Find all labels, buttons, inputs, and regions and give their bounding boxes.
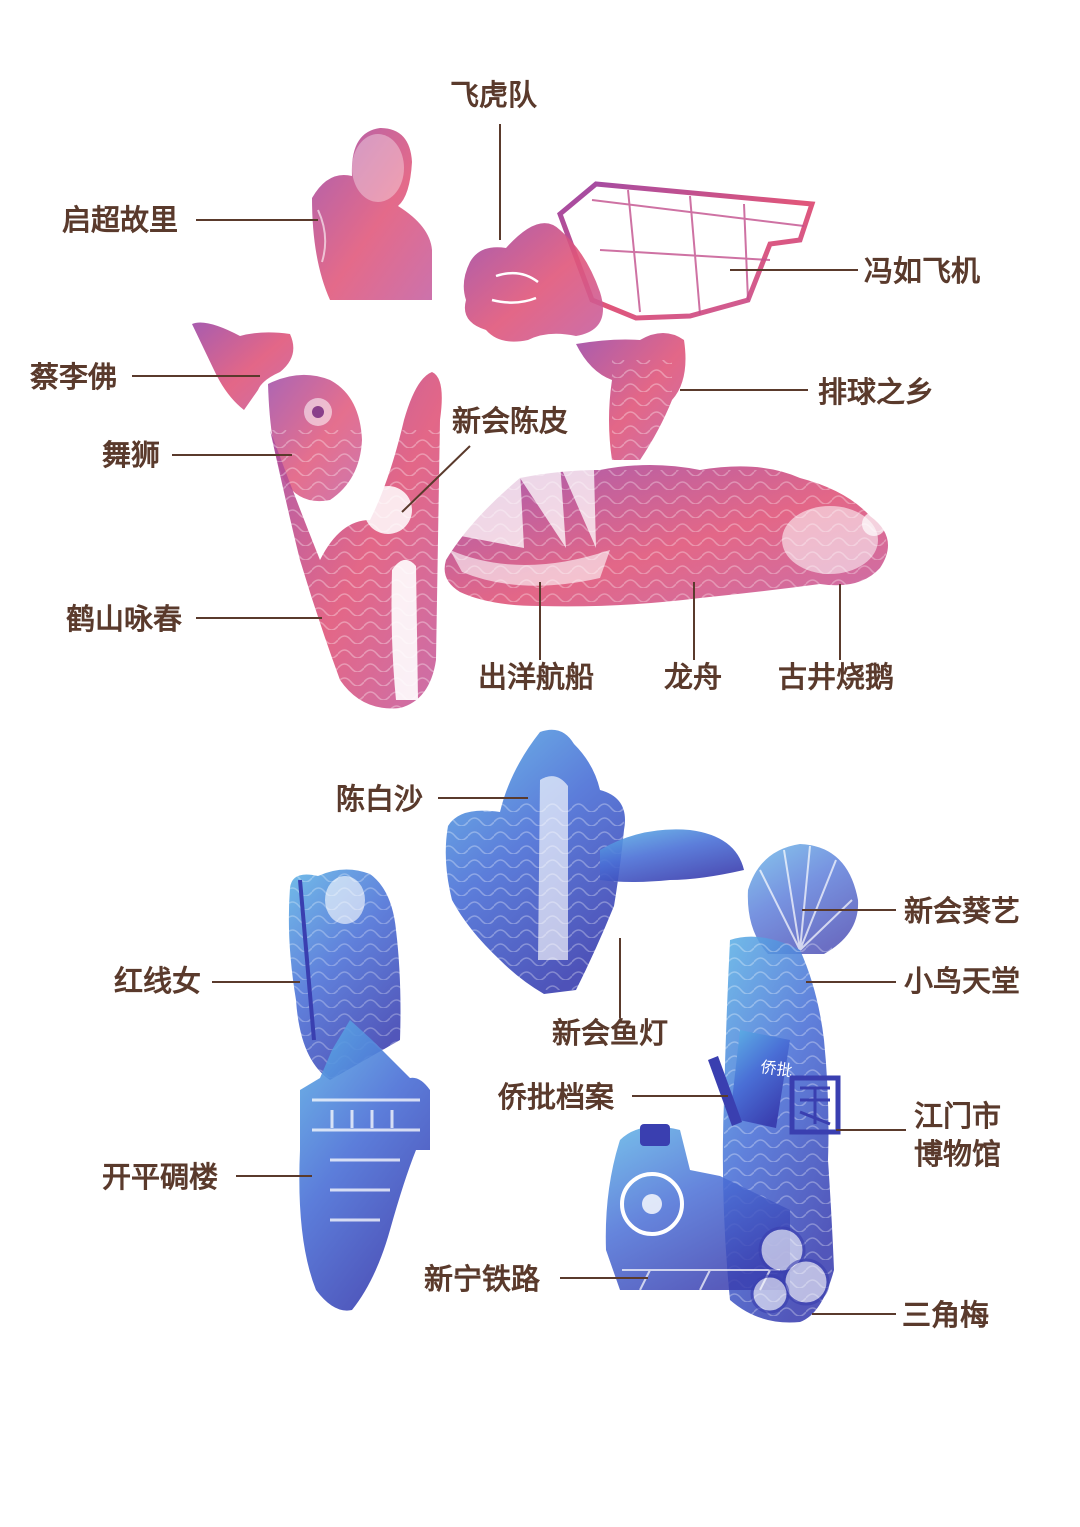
label-feihudui: 飞虎队 (450, 78, 538, 112)
label-hongxian: 红线女 (114, 964, 202, 998)
label-museum-line2: 博物馆 (914, 1137, 1002, 1171)
leader-chenpi (401, 445, 471, 513)
door-top-bar (600, 829, 744, 882)
label-tielu: 新宁铁路 (424, 1262, 541, 1296)
flying-tiger (463, 223, 603, 342)
chen-baisha-figure (444, 729, 625, 994)
qiaopi-stamp-text: 侨批 (759, 1057, 793, 1080)
locomotive (605, 1124, 790, 1291)
volleyball-player (576, 333, 686, 460)
label-diaolou: 开平碉楼 (102, 1160, 219, 1194)
label-qichao: 启超故里 (62, 203, 179, 237)
label-wushi: 舞狮 (102, 438, 161, 472)
label-chenpi: 新会陈皮 (452, 404, 569, 438)
label-fengru: 冯如飞机 (864, 254, 981, 288)
label-longzhou: 龙舟 (664, 660, 723, 694)
cai-li-fo-figure (192, 322, 294, 410)
museum-stamp (789, 1075, 841, 1135)
roast-goose (782, 506, 886, 574)
label-yudeng: 新会鱼灯 (552, 1016, 669, 1050)
top-character-group (192, 128, 888, 710)
palm-leaf-fan (747, 844, 859, 954)
label-heshan: 鹤山咏春 (66, 602, 183, 636)
label-baisha: 陈白沙 (336, 782, 424, 816)
sailing-ship (450, 462, 610, 586)
label-chuyang: 出洋航船 (478, 660, 595, 694)
leader-lines (132, 124, 906, 1315)
label-paiqiu: 排球之乡 (818, 375, 935, 409)
kaiping-diaolou (299, 1020, 430, 1311)
label-qiaopi: 侨批档案 (498, 1080, 615, 1114)
hong-xiannv-figure (288, 869, 402, 1080)
label-shaoe: 古井烧鹅 (778, 660, 895, 694)
liang-qichao-portrait (312, 128, 432, 300)
left-stroke-body (270, 372, 442, 710)
label-cailifo: 蔡李佛 (30, 360, 118, 394)
feng-ru-airplane (557, 181, 816, 321)
label-kuiyi: 新会葵艺 (904, 894, 1021, 928)
label-sanjiaomei: 三角梅 (902, 1298, 990, 1332)
qiaopi-banner: 侨批 (708, 1030, 794, 1128)
label-museum-line1: 江门市 (914, 1099, 1002, 1133)
bougainvillea (750, 1226, 830, 1314)
bottom-character-group: 侨批 (288, 729, 859, 1323)
label-niaotiantang: 小鸟天堂 (904, 964, 1021, 998)
